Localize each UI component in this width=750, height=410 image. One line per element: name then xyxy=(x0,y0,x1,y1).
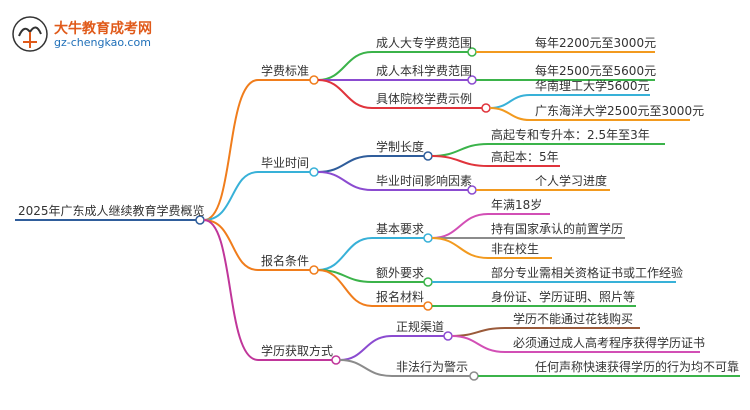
registration-basic: 基本要求 xyxy=(376,222,425,236)
leaf-documents: 身份证、学历证明、照片等 xyxy=(491,290,636,304)
degree-illegal-warning: 非法行为警示 xyxy=(396,360,469,374)
leaf-no-buying: 学历不能通过花钱购买 xyxy=(513,312,634,326)
leaf-non-student: 非在校生 xyxy=(491,242,540,256)
fees-undergraduate-range: 成人本科学费范围 xyxy=(376,64,473,78)
fees-junior-college-range: 成人大专学费范围 xyxy=(376,36,473,50)
leaf-certificates: 部分专业需相关资格证书或工作经验 xyxy=(491,266,684,280)
site-logo[interactable]: 大牛教育成考网 gz-chengkao.com xyxy=(10,14,170,54)
leaf-undergraduate-fee: 每年2500元至5600元 xyxy=(535,64,657,78)
fees-school-examples: 具体院校学费示例 xyxy=(376,92,473,106)
leaf-exam-required: 必须通过成人高考程序获得学历证书 xyxy=(513,336,706,350)
leaf-ben-duration: 高起本：5年 xyxy=(491,150,559,164)
duration-length: 学制长度 xyxy=(376,140,425,154)
leaf-gdou-fee: 广东海洋大学2500元至3000元 xyxy=(535,104,705,118)
leaf-unreliable-claims: 任何声称快速获得学历的行为均不可靠 xyxy=(535,360,740,374)
branch-fees-label: 学费标准 xyxy=(261,64,310,78)
branch-connector-registration xyxy=(203,219,259,271)
registration-materials: 报名材料 xyxy=(376,290,425,304)
registration-extra: 额外要求 xyxy=(376,266,425,280)
bull-logo-icon xyxy=(12,16,48,52)
leaf-scut-fee: 华南理工大学5600元 xyxy=(535,79,650,93)
leaf-zhuan-duration: 高起专和专升本：2.5年至3年 xyxy=(491,128,650,142)
leaf-prior-degree: 持有国家承认的前置学历 xyxy=(491,222,624,236)
duration-factors: 毕业时间影响因素 xyxy=(376,174,473,188)
leaf-junior-college-fee: 每年2200元至3000元 xyxy=(535,36,657,50)
branch-duration-label: 毕业时间 xyxy=(261,156,310,170)
leaf-age-18: 年满18岁 xyxy=(491,198,543,212)
logo-url: gz-chengkao.com xyxy=(54,36,151,49)
branch-connector-duration xyxy=(203,171,259,221)
degree-legal-channel: 正规渠道 xyxy=(396,320,445,334)
branch-connector-degree xyxy=(203,219,259,361)
logo-name: 大牛教育成考网 xyxy=(54,21,152,37)
mindmap-root-label: 2025年广东成人继续教育学费概览 xyxy=(18,204,205,218)
leaf-study-progress: 个人学习进度 xyxy=(535,174,608,188)
branch-registration-label: 报名条件 xyxy=(261,254,310,268)
branch-degree-label: 学历获取方式 xyxy=(261,344,334,358)
branch-connector-fees xyxy=(203,79,259,221)
